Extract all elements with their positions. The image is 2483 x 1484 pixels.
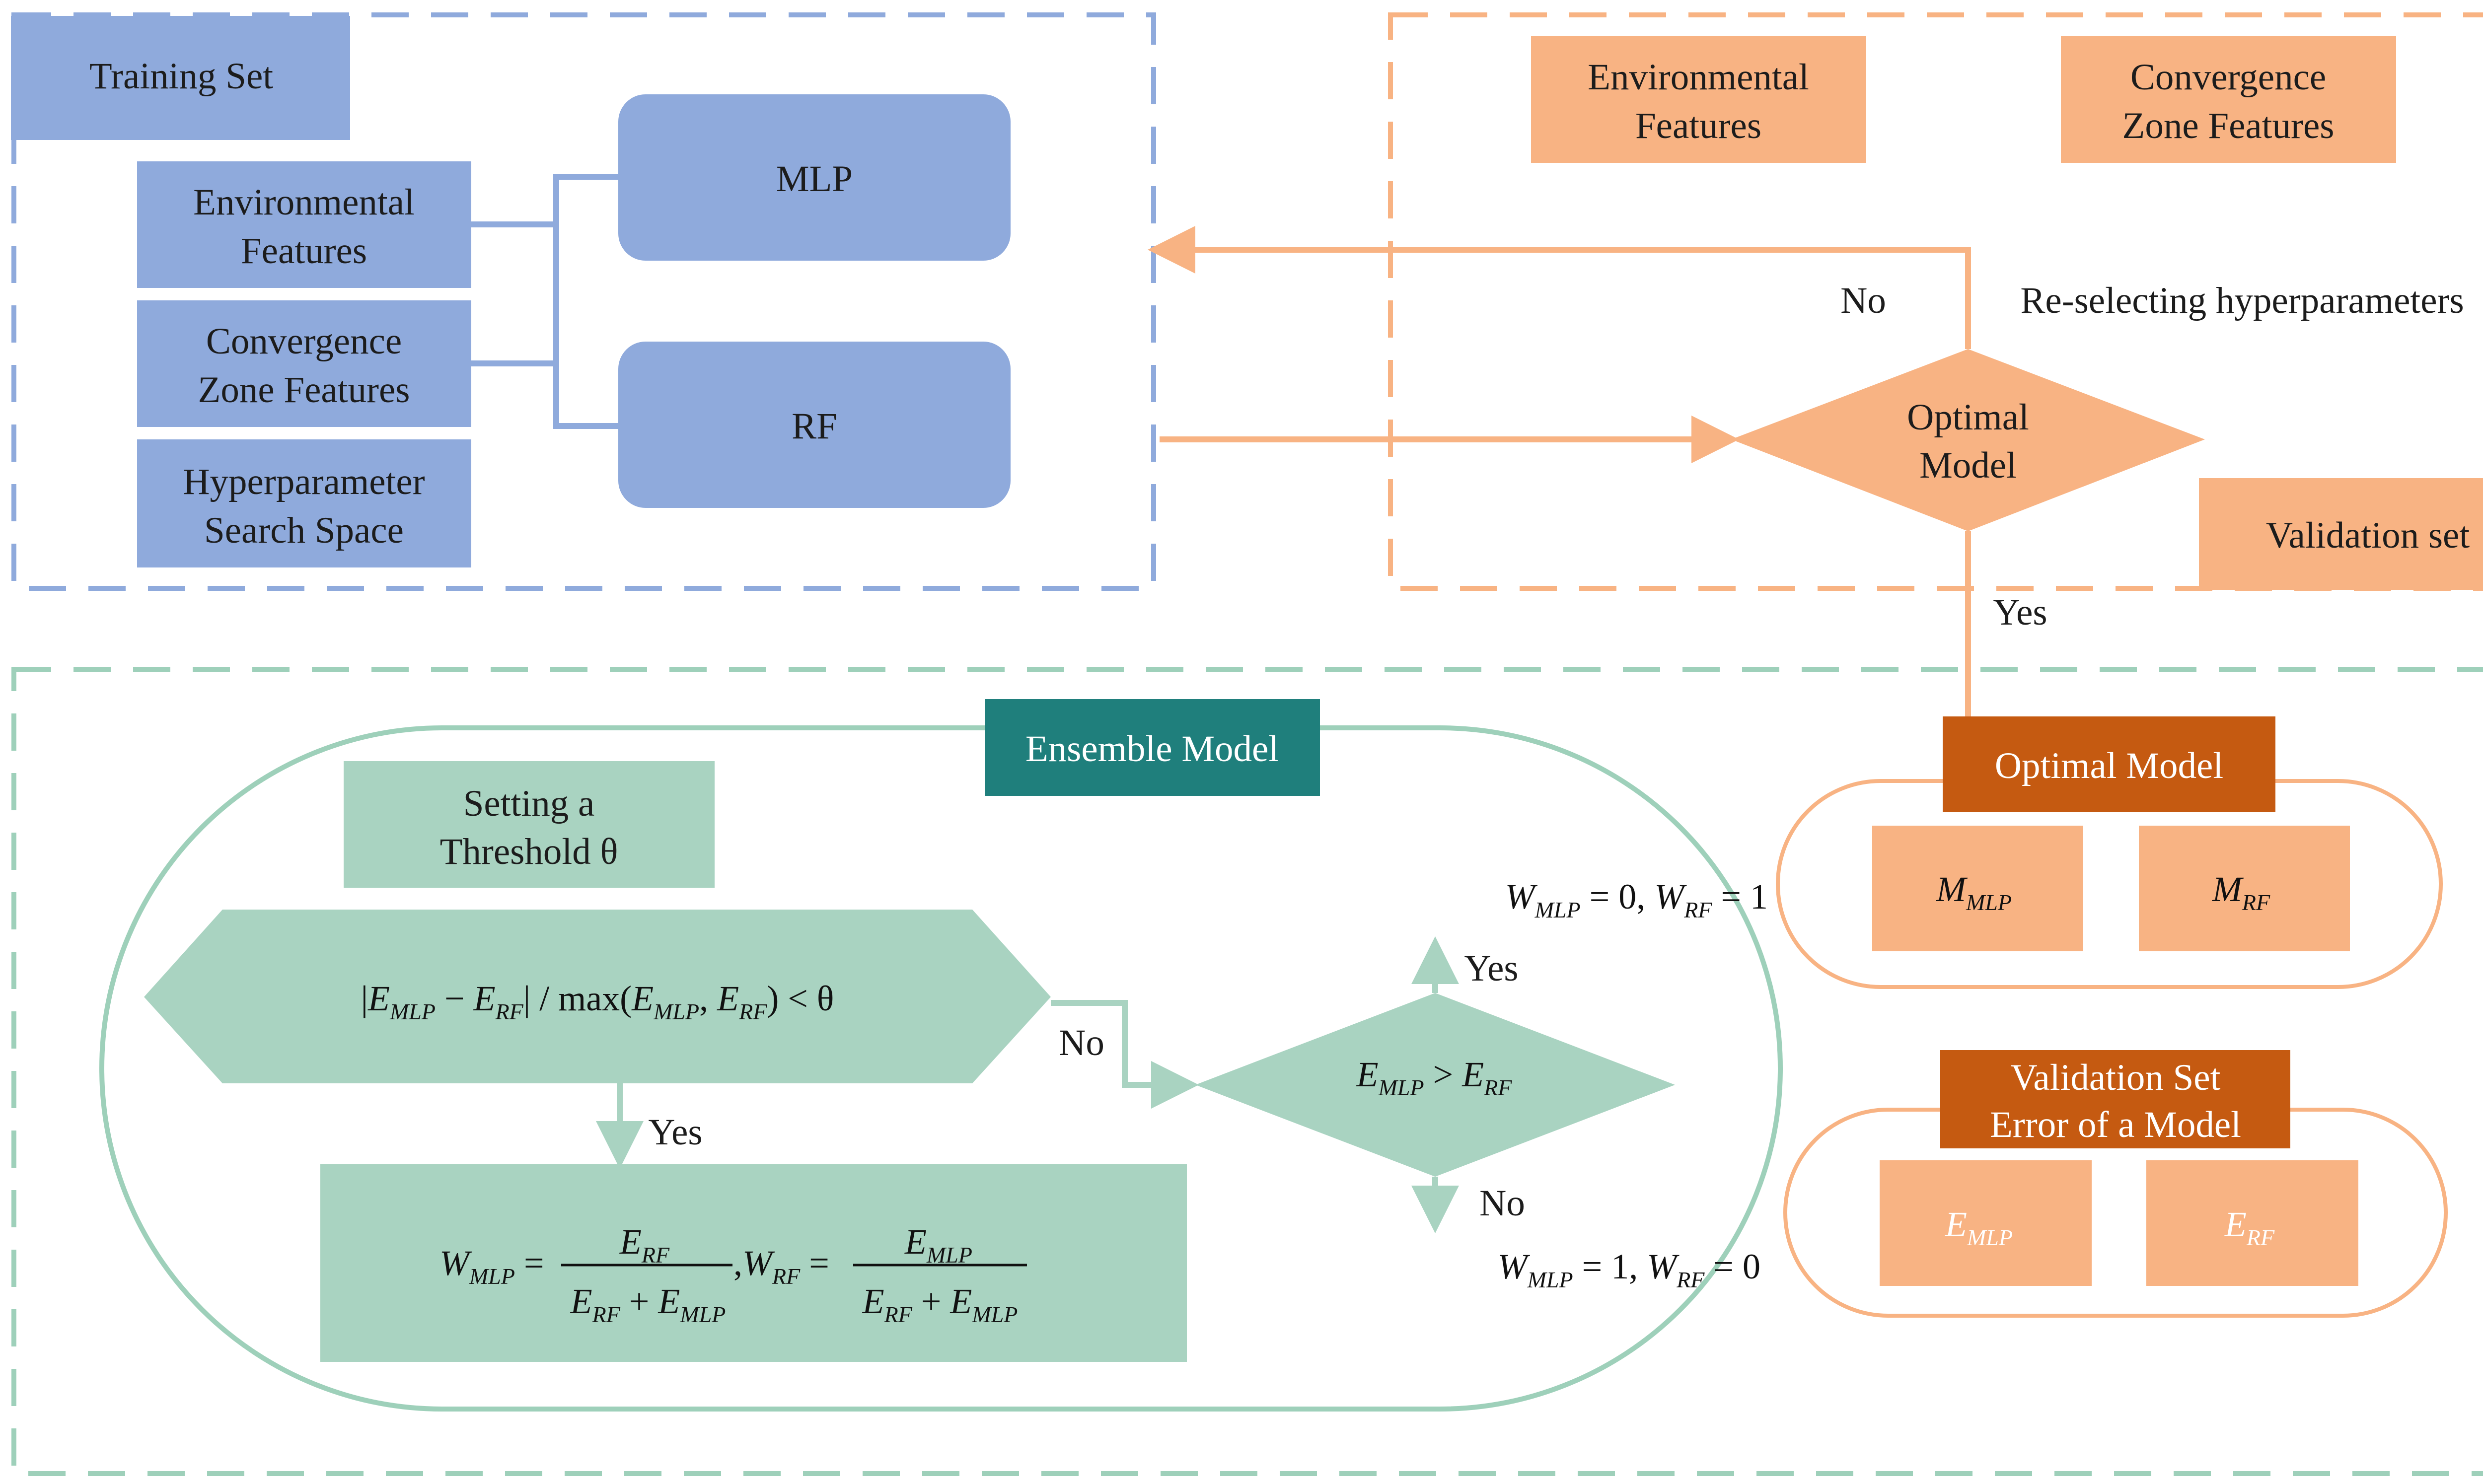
decision-yes-label: Yes xyxy=(1993,592,2047,633)
training-set-label: Training Set xyxy=(89,56,273,97)
e-rf-label: ERF xyxy=(2224,1204,2275,1250)
optimal-model-title: Optimal Model xyxy=(1995,745,2223,786)
optimal-model-decision-line2: Model xyxy=(1919,445,2017,486)
threshold-box: Setting a Threshold θ xyxy=(344,761,715,888)
training-env-features-box: Environmental Features xyxy=(137,161,471,288)
validation-error-title-line1: Validation Set xyxy=(2011,1057,2221,1098)
ensemble-title-box: Ensemble Model xyxy=(985,699,1320,796)
validation-env-features-line1: Environmental xyxy=(1588,57,1809,98)
validation-error-group: Validation Set Error of a Model EMLP ERF xyxy=(1783,1050,2448,1318)
weights-formula-den-rf: ERF + EMLP xyxy=(862,1281,1018,1327)
rf-model-box: RF xyxy=(618,342,1011,508)
weights-formula-box: WMLP = ERF ERF + EMLP ,WRF = EMLP ERF + … xyxy=(320,1164,1187,1362)
optimal-model-group: Optimal Model MMLP MRF xyxy=(1776,716,2443,989)
ensemble-title: Ensemble Model xyxy=(1025,728,1279,770)
weights-formula-lhs-rf: ,WRF = xyxy=(733,1243,829,1289)
weights-formula-den-mlp: ERF + EMLP xyxy=(570,1281,726,1327)
training-dashed-frame xyxy=(11,12,1156,591)
decision-no-label: No xyxy=(1840,280,1886,321)
training-region: Training Set Environmental Features Conv… xyxy=(11,12,1156,591)
validation-conv-features-box: Convergence Zone Features xyxy=(2061,36,2396,163)
error-comparison-text: EMLP > ERF xyxy=(1356,1055,1513,1100)
mlp-model-box: MLP xyxy=(618,94,1011,261)
condition-no-arrow xyxy=(1051,1000,1199,1109)
m-mlp-label: MMLP xyxy=(1936,869,2012,915)
e-rf-box: ERF xyxy=(2146,1160,2358,1286)
mlp-model-label: MLP xyxy=(776,158,853,200)
training-conv-features-line1: Convergence xyxy=(206,321,402,362)
comparison-no-label: No xyxy=(1479,1183,1525,1224)
m-rf-box: MRF xyxy=(2139,826,2350,951)
e-mlp-label: EMLP xyxy=(1945,1204,2013,1250)
validation-error-title-box: Validation Set Error of a Model xyxy=(1940,1050,2290,1148)
comparison-yes-label: Yes xyxy=(1464,948,1518,989)
weights-formula-num-rf: EMLP xyxy=(904,1222,972,1268)
training-conv-features-line2: Zone Features xyxy=(198,369,410,411)
validation-env-features-line2: Features xyxy=(1635,105,1761,146)
validation-set-label-box: Validation set xyxy=(2199,478,2483,590)
ensemble-region: Ensemble Model Setting a Threshold θ |EM… xyxy=(11,667,2483,1476)
validation-conv-features-line1: Convergence xyxy=(2130,57,2326,98)
threshold-line1: Setting a xyxy=(463,783,595,824)
optimal-model-decision: Optimal Model xyxy=(1731,349,2205,531)
training-env-features-line1: Environmental xyxy=(193,182,415,223)
optimal-model-title-box: Optimal Model xyxy=(1943,716,2275,812)
validation-region: Environmental Features Convergence Zone … xyxy=(1148,12,2483,717)
validation-error-title-line2: Error of a Model xyxy=(1990,1104,2241,1145)
result-bottom-formula: WMLP = 1, WRF = 0 xyxy=(1498,1247,1760,1292)
error-comparison-decision: EMLP > ERF xyxy=(1195,993,1675,1177)
ensemble-dashed-frame xyxy=(11,667,2483,1476)
threshold-line2: Threshold θ xyxy=(440,831,618,872)
training-connectors xyxy=(471,174,618,429)
condition-no-label: No xyxy=(1059,1022,1104,1063)
e-mlp-box: EMLP xyxy=(1880,1160,2092,1286)
hyperparameter-space-line2: Search Space xyxy=(204,510,404,551)
hyperparameter-space-line1: Hyperparameter xyxy=(183,461,425,502)
m-mlp-box: MMLP xyxy=(1872,826,2083,951)
validation-set-label: Validation set xyxy=(2266,515,2470,556)
m-rf-label: MRF xyxy=(2212,869,2270,915)
condition-formula: |EMLP − ERF| / max(EMLP, ERF) < θ xyxy=(361,979,834,1024)
validation-conv-features-line2: Zone Features xyxy=(2122,105,2335,146)
reselect-hyperparameters-label: Re-selecting hyperparameters xyxy=(2020,280,2464,321)
training-set-label-box: Training Set xyxy=(11,16,350,140)
training-env-features-line2: Features xyxy=(241,230,367,272)
weights-formula-lhs-mlp: WMLP = xyxy=(439,1243,544,1289)
validation-env-features-box: Environmental Features xyxy=(1531,36,1866,163)
optimal-model-decision-line1: Optimal xyxy=(1907,397,2029,438)
rf-model-label: RF xyxy=(792,406,837,447)
training-conv-features-box: Convergence Zone Features xyxy=(137,300,471,427)
hyperparameter-space-box: Hyperparameter Search Space xyxy=(137,439,471,567)
weights-formula-num-mlp: ERF xyxy=(619,1222,670,1268)
reselect-feedback-arrow xyxy=(1148,226,1971,349)
condition-yes-label: Yes xyxy=(648,1112,702,1153)
relative-difference-condition: |EMLP − ERF| / max(EMLP, ERF) < θ xyxy=(144,910,1051,1083)
validation-dashed-frame xyxy=(1388,12,2483,591)
result-top-formula: WMLP = 0, WRF = 1 xyxy=(1505,877,1768,922)
